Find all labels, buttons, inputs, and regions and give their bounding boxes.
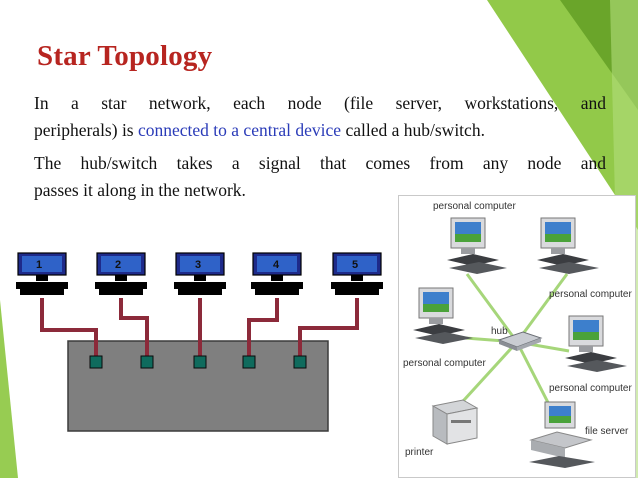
paragraph2-line2: passes it along in the network. — [34, 180, 246, 200]
cable-printer — [452, 340, 519, 413]
cable-5 — [298, 298, 359, 356]
paragraph-star-network: In a star network, each node (file serve… — [34, 90, 606, 144]
cable-2 — [119, 298, 149, 356]
port-1 — [89, 355, 103, 369]
port-2 — [140, 355, 154, 369]
hub-terminals-diagram: 1 2 3 4 — [16, 252, 383, 432]
port-3 — [193, 355, 207, 369]
cable-4 — [247, 298, 279, 356]
paragraph1-line2: peripherals) is connected to a central d… — [34, 117, 606, 144]
file-server-label: file server — [585, 426, 629, 437]
pc-right-bottom-label: personal computer — [549, 383, 632, 394]
slide-title: Star Topology — [37, 40, 213, 72]
cable-pc-right-top — [515, 273, 569, 343]
paragraph1-text-after: called a hub/switch. — [341, 120, 485, 140]
file-server-device — [529, 401, 595, 468]
terminal-label-4: 4 — [273, 259, 280, 271]
paragraph-hub-signal: The hub/switch takes a signal that comes… — [34, 150, 606, 204]
star-network-illustration: hub personal computer personal compu — [398, 195, 636, 478]
terminal-label-1: 1 — [36, 259, 42, 271]
paragraph1-text-before: peripherals) is — [34, 120, 138, 140]
printer-device — [431, 399, 479, 445]
terminal-label-3: 3 — [195, 259, 201, 271]
terminal-2: 2 — [95, 252, 147, 295]
port-5 — [293, 355, 307, 369]
pc-top-label: personal computer — [433, 201, 516, 212]
highlighted-phrase: connected to a central device — [138, 120, 342, 140]
cable-1 — [40, 298, 98, 356]
terminal-4: 4 — [251, 252, 303, 295]
terminal-label-5: 5 — [352, 259, 358, 271]
port-4 — [242, 355, 256, 369]
hub-label: hub — [491, 326, 508, 337]
printer-label: printer — [405, 447, 434, 458]
pc-right-bottom — [565, 315, 627, 372]
terminal-3: 3 — [174, 252, 226, 295]
paragraph2-line1: The hub/switch takes a signal that comes… — [34, 153, 606, 173]
pc-left — [413, 287, 473, 344]
terminal-5: 5 — [331, 252, 383, 295]
cable-pc-top — [465, 273, 519, 343]
pc-left-label: personal computer — [403, 358, 486, 369]
hub-device — [497, 331, 543, 351]
paragraph1-line1: In a star network, each node (file serve… — [34, 93, 606, 113]
terminal-1: 1 — [16, 252, 68, 295]
star-network-svg: hub personal computer personal compu — [403, 201, 632, 468]
terminal-label-2: 2 — [115, 259, 121, 271]
pc-right-top — [537, 217, 599, 274]
pc-right-top-label: personal computer — [549, 289, 632, 300]
pc-top — [447, 217, 507, 274]
